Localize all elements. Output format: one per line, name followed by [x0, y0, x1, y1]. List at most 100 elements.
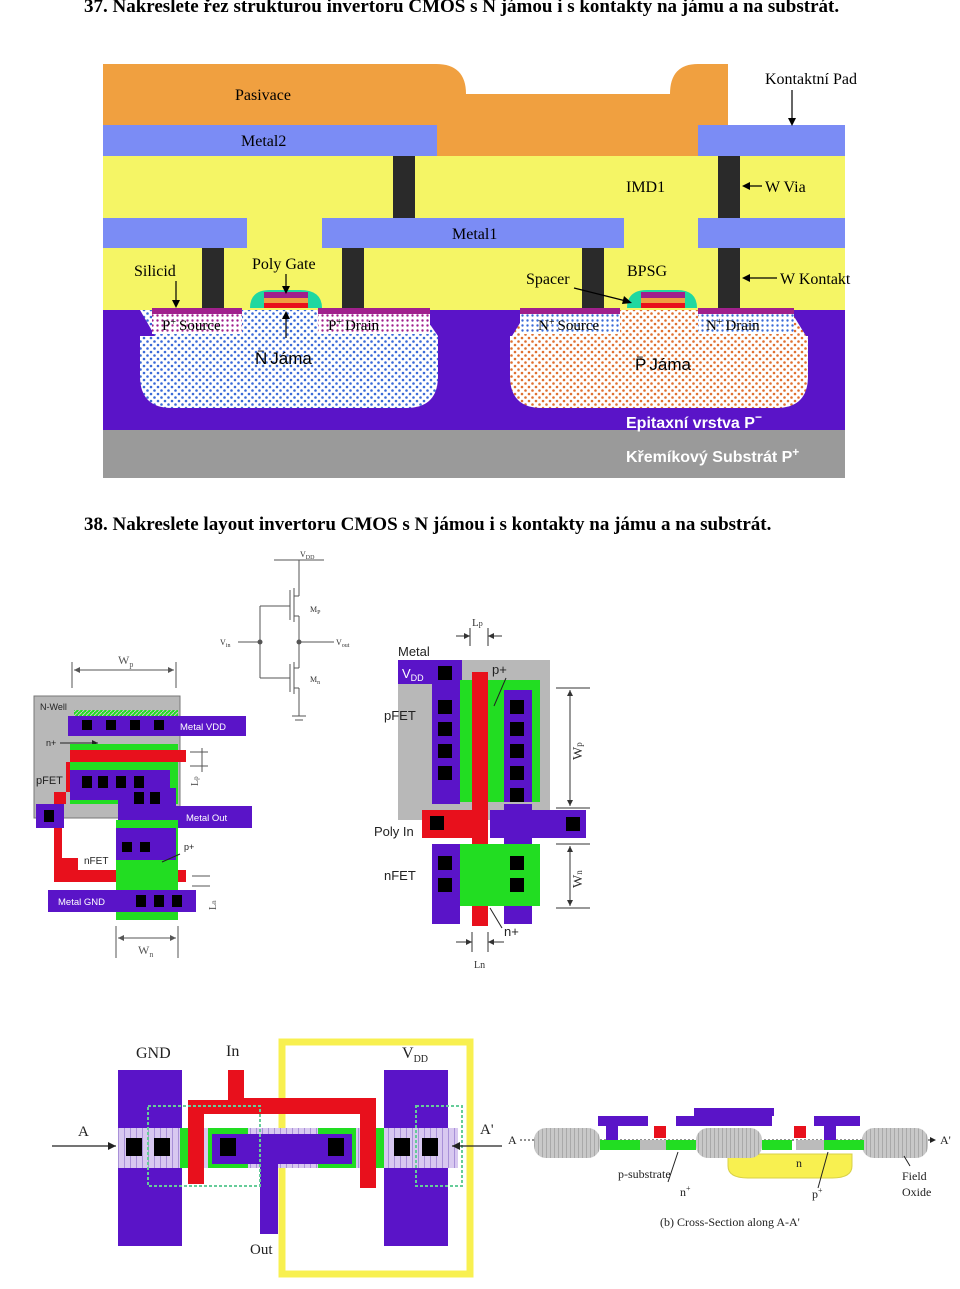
- label-kontaktni-pad: Kontaktní Pad: [765, 71, 857, 88]
- svg-text:Wn: Wn: [138, 943, 153, 959]
- metal2: [103, 125, 437, 156]
- svg-text:Out: Out: [250, 1242, 273, 1258]
- poly-gate: [641, 292, 685, 298]
- svg-text:N+Drain: N+Drain: [706, 317, 760, 334]
- field-oxide: [534, 1128, 600, 1158]
- poly-gate: [188, 1070, 376, 1188]
- svg-text:Lp: Lp: [190, 776, 201, 786]
- svg-text:p+: p+: [812, 1186, 823, 1201]
- w-contact: [342, 246, 364, 308]
- layout-right-figure: Lp Metal VDD p+ pFET Wp Poly In nFET Wn …: [374, 617, 590, 971]
- label-metal2: Metal2: [241, 133, 286, 150]
- svg-text:(b) Cross-Section along A-A': (b) Cross-Section along A-A': [660, 1215, 800, 1229]
- p-source-region: [152, 312, 242, 334]
- n-source-region: [520, 312, 620, 334]
- svg-text:A: A: [508, 1133, 517, 1147]
- svg-text:VDD: VDD: [300, 550, 315, 561]
- silicide-strip: [152, 308, 242, 314]
- question-38-heading: 38. Nakreslete layout invertoru CMOS s N…: [84, 514, 772, 535]
- metal1: [322, 218, 624, 248]
- n-drain-region: [698, 312, 794, 334]
- label-w-via: W Via: [765, 179, 806, 196]
- label-p-jama: P: [635, 355, 646, 374]
- label-p-drain: P: [328, 318, 336, 334]
- label-n-source: N: [538, 318, 549, 334]
- label-substrat: Křemíkový Substrát P: [626, 449, 793, 466]
- label-w-kontakt: W Kontakt: [780, 271, 851, 288]
- svg-text:Metal: Metal: [398, 644, 430, 659]
- metal2: [698, 125, 845, 156]
- svg-text:A': A': [940, 1133, 951, 1147]
- svg-text:Epitaxní vrstva P−: Epitaxní vrstva P−: [626, 410, 762, 432]
- label-imd1: IMD1: [626, 179, 665, 196]
- inverter-schematic: VDD Vin Vout MP Mn: [220, 550, 350, 721]
- svg-text:n: n: [796, 1156, 802, 1170]
- svg-text:nFET: nFET: [384, 868, 416, 883]
- svg-text:MP: MP: [310, 605, 321, 616]
- svg-text:VDD: VDD: [402, 666, 424, 683]
- label-bpsg: BPSG: [627, 263, 667, 280]
- svg-text:Metal GND: Metal GND: [58, 897, 105, 908]
- w-contact: [202, 246, 224, 308]
- svg-text:P−Jáma: P−Jáma: [635, 350, 691, 374]
- svg-text:GND: GND: [136, 1045, 171, 1062]
- field-oxide: [862, 1128, 928, 1158]
- svg-text:Vin: Vin: [220, 638, 230, 649]
- substrate-layer: [103, 430, 845, 478]
- w-via: [718, 156, 740, 218]
- svg-text:N−Jáma: N−Jáma: [255, 344, 312, 368]
- poly-gate: [54, 750, 186, 882]
- svg-text:Wp: Wp: [118, 653, 133, 669]
- passivation-layer: [103, 64, 728, 156]
- svg-text:Wp: Wp: [571, 742, 586, 760]
- svg-text:VDD: VDD: [402, 1045, 428, 1065]
- w-via: [393, 156, 415, 218]
- svg-text:pFET: pFET: [36, 775, 63, 787]
- svg-text:p+: p+: [184, 842, 194, 852]
- svg-text:Wn: Wn: [571, 870, 586, 888]
- metal1: [698, 218, 845, 248]
- silicide-strip: [318, 308, 430, 314]
- label-epitaxni: Epitaxní vrstva P: [626, 415, 755, 432]
- label-spacer: Spacer: [526, 271, 570, 288]
- layout-bottom-figure: GND In VDD Out A A': [52, 1038, 502, 1278]
- p-well: [510, 310, 808, 408]
- svg-text:n+: n+: [46, 738, 56, 748]
- svg-text:n+: n+: [680, 1184, 691, 1199]
- question-37-heading: 37. Nakreslete řez strukturou invertoru …: [84, 0, 840, 17]
- label-silicid: Silicid: [134, 263, 176, 280]
- svg-text:n+: n+: [504, 924, 519, 939]
- svg-text:A': A': [480, 1122, 494, 1138]
- metal-out: [212, 1134, 352, 1234]
- svg-text:In: In: [226, 1043, 239, 1060]
- layout-left-figure: Wp N-Well Metal VDD n+ Lp pFET Metal Out…: [33, 653, 252, 959]
- svg-text:pFET: pFET: [384, 708, 416, 723]
- svg-text:Křemíkový Substrát P+: Křemíkový Substrát P+: [626, 445, 799, 466]
- svg-text:Metal Out: Metal Out: [186, 813, 228, 824]
- label-metal1: Metal1: [452, 226, 497, 243]
- w-contact: [582, 246, 604, 308]
- svg-text:Poly In: Poly In: [374, 824, 414, 839]
- label-p-source: P: [162, 318, 170, 334]
- label-pasivace: Pasivace: [235, 87, 291, 104]
- poly-gate: [264, 298, 308, 303]
- svg-text:Ln: Ln: [474, 960, 485, 971]
- silicide-strip: [698, 308, 794, 314]
- label-n-drain: N: [706, 318, 717, 334]
- cross-section-aa: A A' n p-substrate n+ p+ Field Oxide (b)…: [508, 1108, 951, 1229]
- silicide-strip: [520, 308, 620, 314]
- metal1: [103, 218, 247, 248]
- svg-text:Field: Field: [902, 1169, 927, 1183]
- svg-text:Lp: Lp: [472, 617, 483, 629]
- poly-gate: [264, 292, 308, 298]
- poly-gate: [641, 298, 685, 303]
- svg-text:Ln: Ln: [208, 900, 219, 910]
- label-poly-gate: Poly Gate: [252, 256, 316, 273]
- label-n-jama: N: [255, 349, 267, 368]
- svg-text:Metal VDD: Metal VDD: [180, 722, 226, 733]
- svg-text:P+Source: P+Source: [162, 317, 221, 334]
- cmos-cross-section-figure: Pasivace Kontaktní Pad Metal2 IMD1 W Via…: [103, 64, 857, 478]
- svg-text:P+Drain: P+Drain: [328, 317, 380, 334]
- svg-text:A: A: [78, 1124, 89, 1140]
- svg-text:Mn: Mn: [310, 675, 320, 686]
